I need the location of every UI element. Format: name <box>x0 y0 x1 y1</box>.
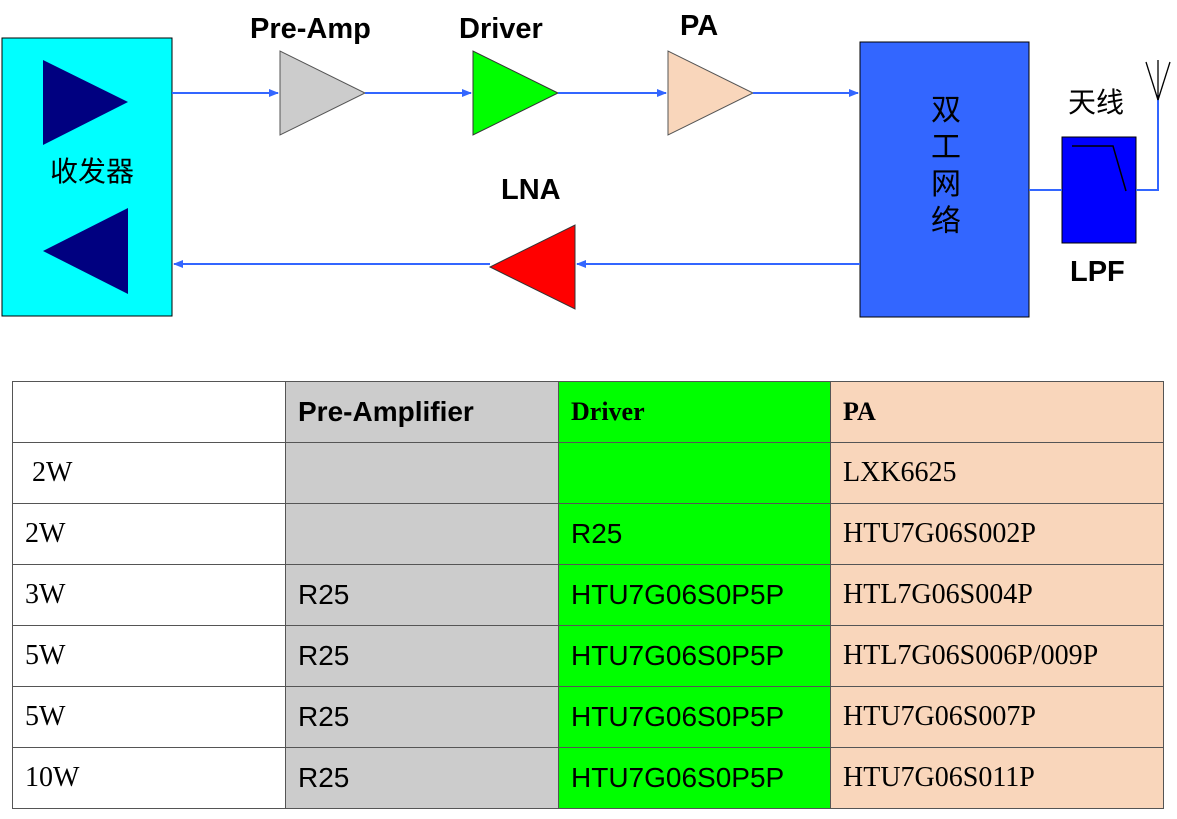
power-cell: 2W <box>12 442 286 504</box>
table-row: 3W R25 HTU7G06S0P5P HTL7G06S004P <box>12 564 1164 626</box>
duplexer-block <box>859 41 1030 318</box>
preamp-triangle <box>279 50 367 136</box>
driver-cell: HTU7G06S0P5P <box>558 747 831 809</box>
lna-triangle <box>488 224 576 310</box>
table-row: 2W LXK6625 <box>12 442 1164 504</box>
component-table: Pre-Amplifier Driver PA 2W LXK6625 2W R2… <box>12 381 1164 809</box>
power-cell: 5W <box>12 686 286 748</box>
lpf-antenna-line <box>1136 95 1159 191</box>
antenna-icon <box>1145 60 1171 101</box>
duplexer-label: 双工网络 <box>931 93 961 239</box>
table-row: 10W R25 HTU7G06S0P5P HTU7G06S011P <box>12 747 1164 809</box>
antenna-label: 天线 <box>1068 86 1125 119</box>
driver-cell: HTU7G06S0P5P <box>558 686 831 748</box>
preamp-label: Pre-Amp <box>250 13 371 45</box>
table-row: 2W R25 HTU7G06S002P <box>12 503 1164 565</box>
header-cell-preamplifier: Pre-Amplifier <box>285 381 559 443</box>
power-cell: 10W <box>12 747 286 809</box>
lna-label: LNA <box>501 174 561 206</box>
pa-cell: HTL7G06S004P <box>830 564 1164 626</box>
pa-label: PA <box>680 10 719 42</box>
header-cell-power <box>12 381 286 443</box>
driver-cell: R25 <box>558 503 831 565</box>
lpf-label: LPF <box>1070 256 1125 288</box>
pa-cell: HTU7G06S002P <box>830 503 1164 565</box>
pa-cell: HTL7G06S006P/009P <box>830 625 1164 687</box>
lpf-response-icon <box>1072 145 1127 192</box>
transceiver-label: 收发器 <box>50 155 135 188</box>
driver-label: Driver <box>459 13 543 45</box>
preamp-cell: R25 <box>285 686 559 748</box>
table-header-row: Pre-Amplifier Driver PA <box>12 381 1164 443</box>
transceiver-rx-triangle <box>43 208 128 294</box>
preamp-cell <box>285 442 559 504</box>
driver-triangle <box>472 50 560 136</box>
pa-triangle <box>667 50 755 136</box>
transceiver-tx-triangle <box>43 60 128 145</box>
header-cell-driver: Driver <box>558 381 831 443</box>
pa-cell: HTU7G06S011P <box>830 747 1164 809</box>
pa-cell: HTU7G06S007P <box>830 686 1164 748</box>
driver-cell: HTU7G06S0P5P <box>558 625 831 687</box>
power-cell: 3W <box>12 564 286 626</box>
preamp-cell: R25 <box>285 747 559 809</box>
preamp-cell: R25 <box>285 564 559 626</box>
table-row: 5W R25 HTU7G06S0P5P HTL7G06S006P/009P <box>12 625 1164 687</box>
table-row: 5W R25 HTU7G06S0P5P HTU7G06S007P <box>12 686 1164 748</box>
pa-cell: LXK6625 <box>830 442 1164 504</box>
power-cell: 5W <box>12 625 286 687</box>
driver-cell <box>558 442 831 504</box>
lpf-block <box>1061 136 1137 244</box>
header-cell-pa: PA <box>830 381 1164 443</box>
power-cell: 2W <box>12 503 286 565</box>
preamp-cell <box>285 503 559 565</box>
preamp-cell: R25 <box>285 625 559 687</box>
driver-cell: HTU7G06S0P5P <box>558 564 831 626</box>
rf-block-diagram <box>1 37 1171 318</box>
